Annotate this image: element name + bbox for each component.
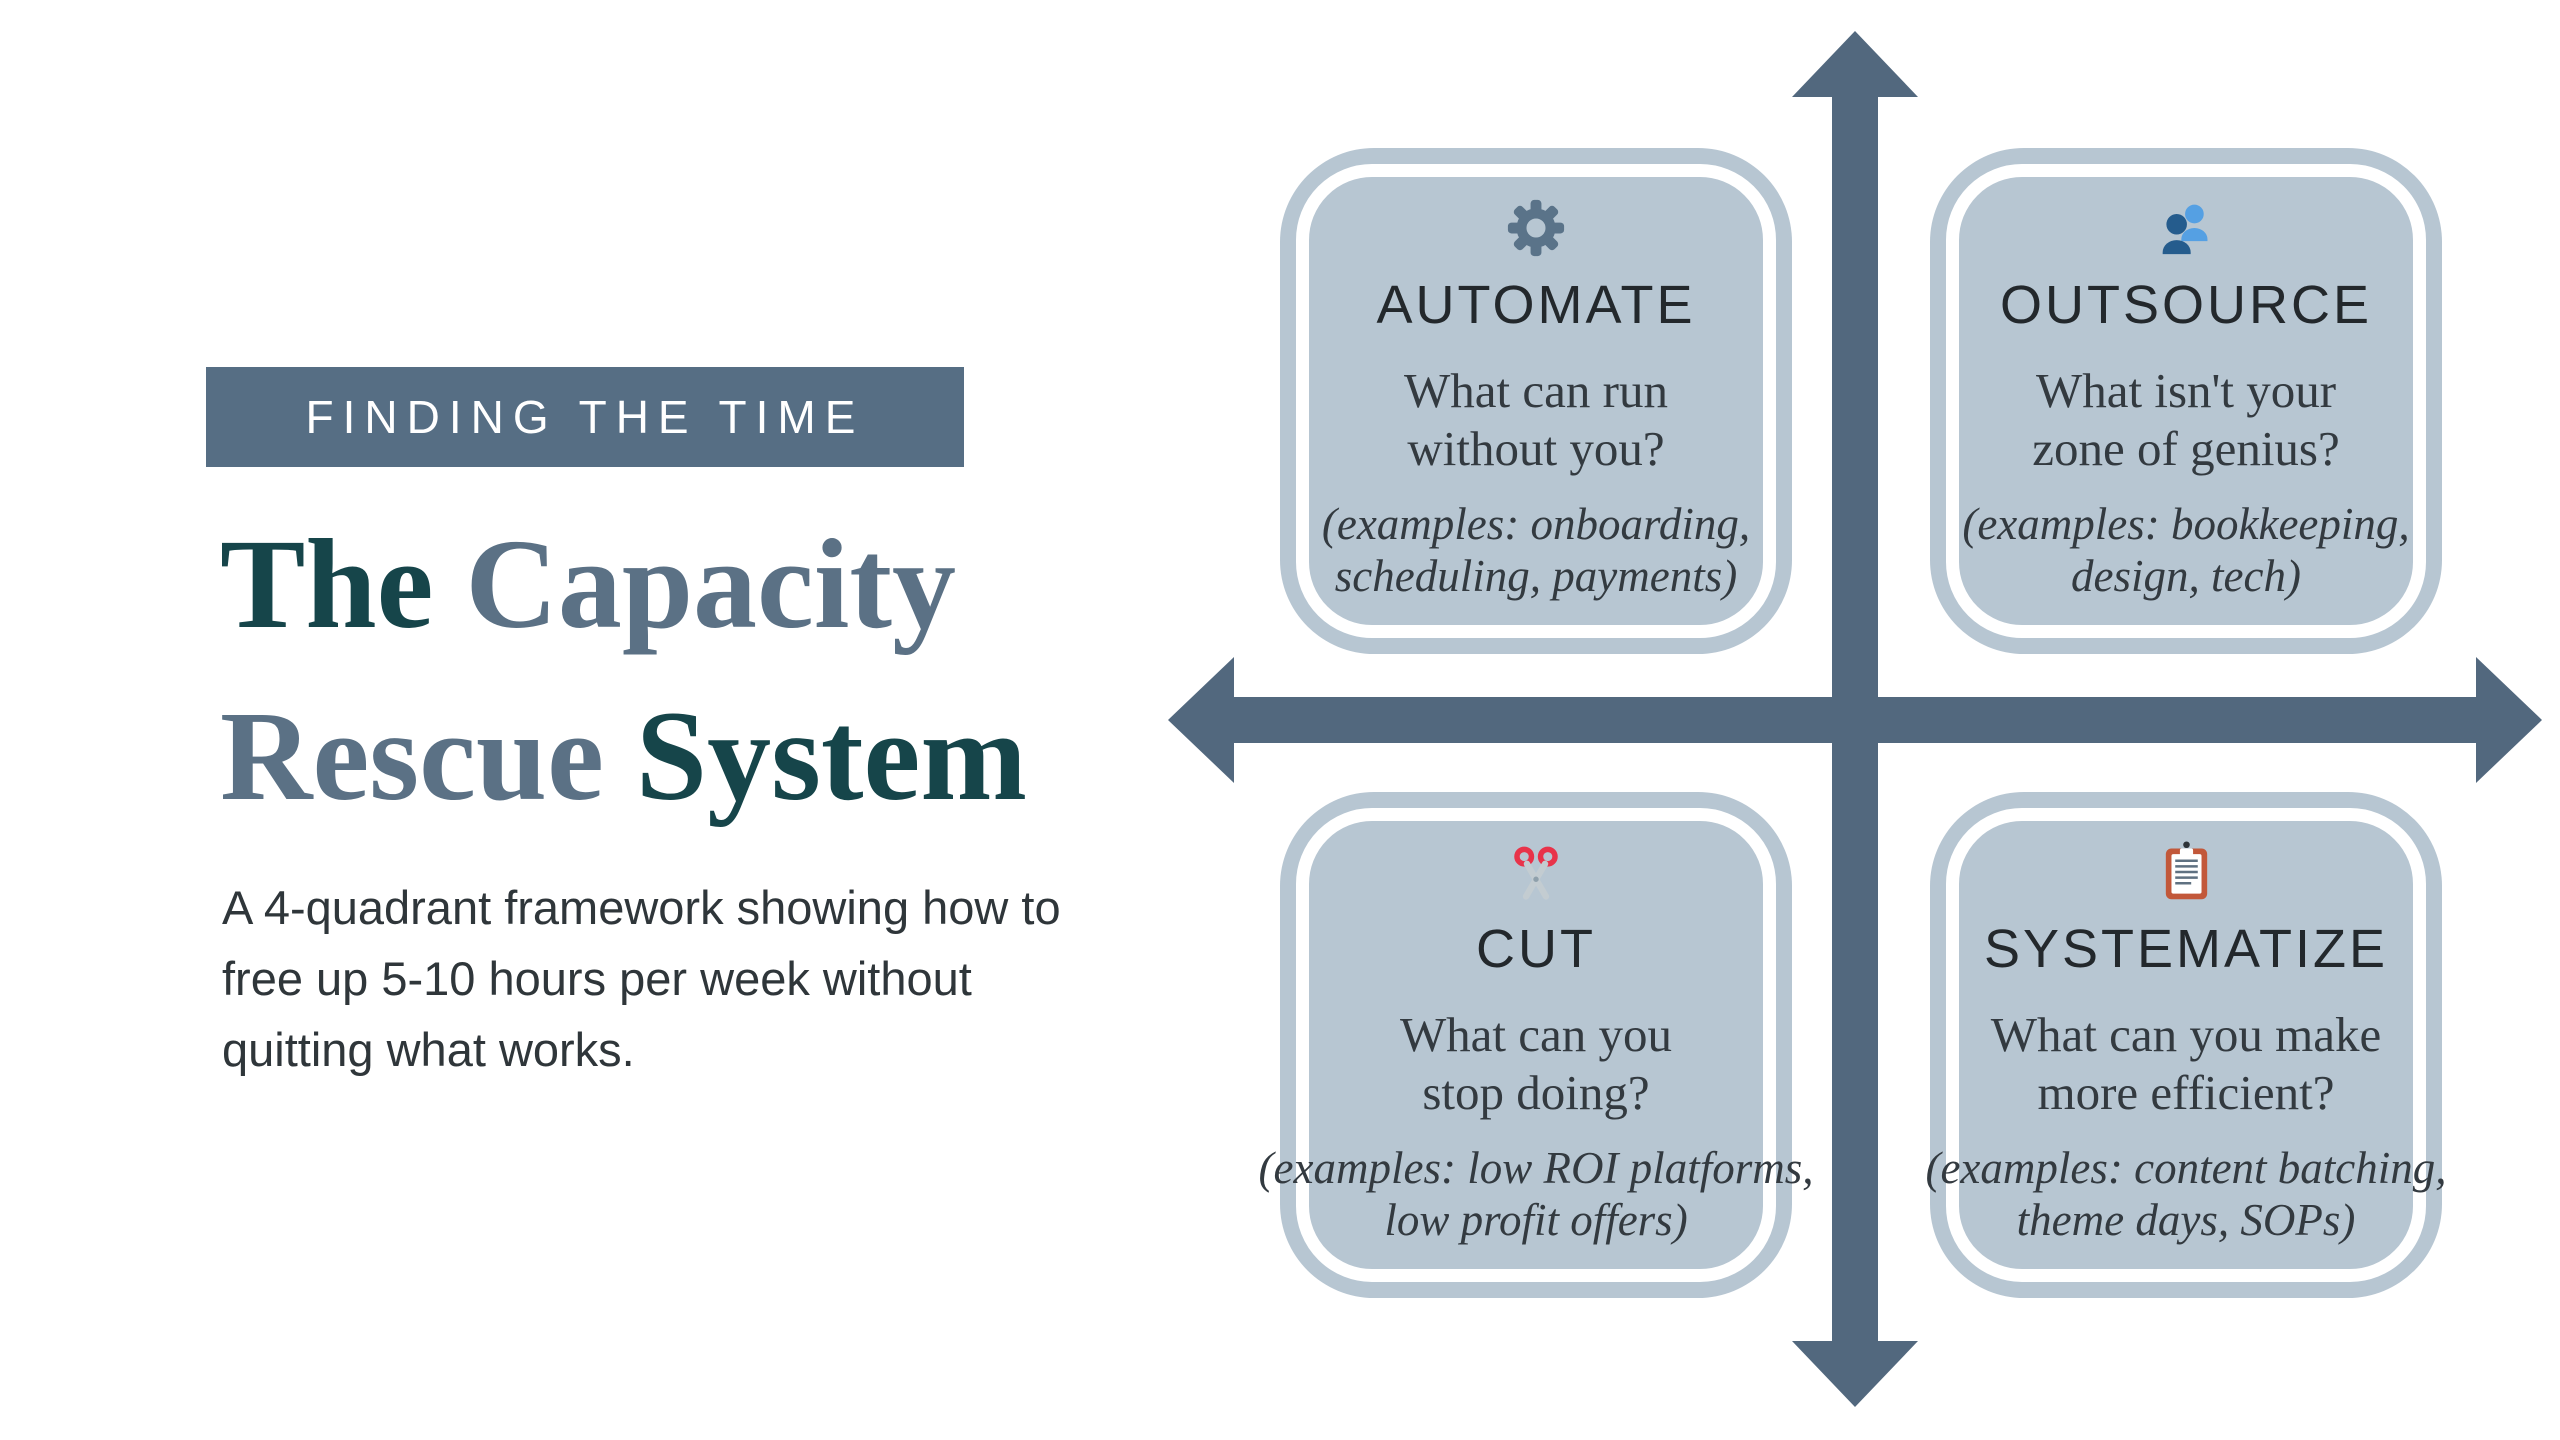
title-line-2: Rescue System (220, 670, 1320, 842)
quadrant-examples: (examples: content batching, theme days,… (1925, 1142, 2446, 1246)
horizontal-axis (1232, 697, 2480, 743)
axis-arrow-left-icon (1168, 657, 1234, 783)
quadrant-examples: (examples: bookkeeping, design, tech) (1962, 498, 2409, 602)
examples-line-2: design, tech) (2071, 551, 2301, 601)
quadrant-title: CUT (1476, 919, 1596, 979)
examples-line-2: scheduling, payments) (1334, 551, 1738, 601)
title-word-the: The (220, 513, 434, 655)
eyebrow-badge: FINDING THE TIME (206, 367, 964, 467)
title-word-capacity: Capacity (465, 513, 956, 655)
description-line-3: quitting what works. (222, 1023, 635, 1076)
quadrant-examples: (examples: onboarding, scheduling, payme… (1322, 498, 1750, 602)
question-line-1: What isn't your (2035, 363, 2337, 418)
eyebrow-text: FINDING THE TIME (305, 391, 865, 443)
question-line-2: without you? (1407, 421, 1665, 476)
axis-arrow-up-icon (1792, 31, 1918, 97)
quadrant-title: OUTSOURCE (1999, 275, 2372, 335)
quadrant-card-systematize: SYSTEMATIZE What can you make more effic… (1925, 792, 2447, 1298)
quadrant-examples: (examples: low ROI platforms, low profit… (1259, 1142, 1814, 1246)
quadrant-card-outsource: OUTSOURCE What isn't your zone of genius… (1930, 148, 2442, 654)
title-word-rescue: Rescue (220, 685, 604, 827)
people-icon (2156, 198, 2216, 258)
title-word-system: System (635, 685, 1027, 827)
description-line-2: free up 5-10 hours per week without (222, 952, 972, 1005)
examples-line-2: low profit offers) (1384, 1195, 1688, 1245)
question-line-2: stop doing? (1422, 1065, 1650, 1120)
examples-line-1: (examples: content batching, (1925, 1143, 2447, 1193)
quadrant-question: What isn't your zone of genius? (2032, 362, 2340, 478)
title-line-1: The Capacity (220, 498, 1320, 670)
quadrant-title: SYSTEMATIZE (1983, 919, 2389, 979)
quadrant-question: What can run without you? (1404, 362, 1668, 478)
axis-arrow-right-icon (2476, 657, 2542, 783)
clipboard-icon (2160, 841, 2213, 902)
quadrant-card-automate: AUTOMATE What can run without you? (exam… (1280, 148, 1792, 654)
quadrant-title: AUTOMATE (1376, 275, 1696, 335)
quadrant-question: What can you stop doing? (1400, 1006, 1672, 1122)
examples-line-1: (examples: low ROI platforms, (1258, 1143, 1814, 1193)
question-line-2: zone of genius? (2032, 421, 2340, 476)
question-line-1: What can run (1404, 363, 1668, 418)
scissors-icon (1507, 842, 1565, 902)
examples-line-1: (examples: bookkeeping, (1962, 499, 2410, 549)
quadrant-question: What can you make more efficient? (1991, 1006, 2381, 1122)
question-line-2: more efficient? (2037, 1065, 2335, 1120)
examples-line-2: theme days, SOPs) (2016, 1195, 2356, 1245)
question-line-1: What can you make (1990, 1007, 2382, 1062)
quadrant-card-cut: CUT What can you stop doing? (examples: … (1259, 792, 1813, 1298)
description-line-1: A 4-quadrant framework showing how to (222, 881, 1061, 934)
question-line-1: What can you (1399, 1007, 1673, 1062)
gear-icon (1507, 198, 1565, 258)
examples-line-1: (examples: onboarding, (1321, 499, 1751, 549)
description: A 4-quadrant framework showing how to fr… (222, 872, 1202, 1085)
page-title: The Capacity Rescue System (220, 498, 1320, 842)
axis-arrow-down-icon (1792, 1341, 1918, 1407)
